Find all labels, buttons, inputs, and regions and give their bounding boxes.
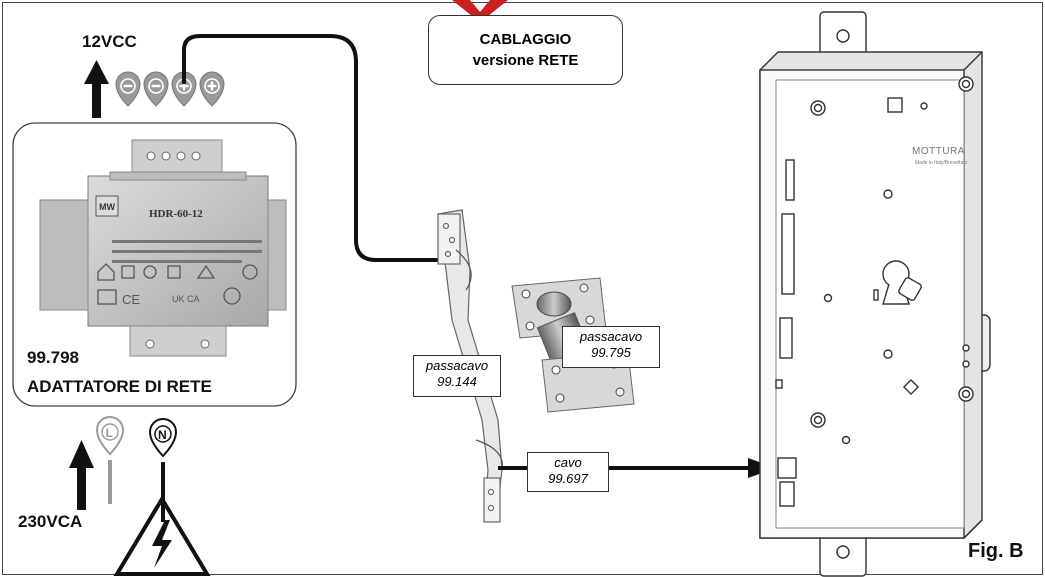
cable-tag-name: cavo (554, 455, 582, 470)
lock-brand-subtitle: Made in Italy/Brevettato (915, 160, 968, 166)
tag-2-code: 99.795 (591, 345, 631, 360)
svg-text:UK CA: UK CA (172, 294, 200, 304)
cable-passage-tag-2: passacavo 99.795 (562, 326, 660, 368)
dc-output-label: 12VCC (82, 32, 137, 51)
dc-terminals (115, 71, 225, 107)
up-arrow-230vca (69, 440, 94, 510)
title-line-2: versione RETE (472, 52, 579, 69)
svg-text:MW: MW (99, 202, 115, 212)
cable-tag-code: 99.697 (548, 471, 588, 486)
terminal-l-text: L (106, 426, 113, 440)
title-line-1: CABLAGGIO (479, 31, 572, 48)
tag-1-name: passacavo (425, 358, 489, 373)
ac-terminals: L N (95, 416, 178, 522)
terminal-n-text: N (158, 428, 167, 442)
high-voltage-icon (113, 495, 211, 576)
power-wire (182, 34, 462, 262)
tag-2-name: passacavo (579, 329, 643, 344)
lock-brand: MOTTURA (912, 146, 965, 157)
ac-input-label: 230VCA (18, 512, 83, 531)
cable-passage-tag-1: passacavo 99.144 (413, 355, 501, 397)
adapter-code: 99.798 (27, 348, 79, 367)
up-arrow-12vcc (84, 60, 109, 118)
adapter-model-text: HDR-60-12 (149, 208, 203, 220)
lock-body (759, 11, 991, 577)
terminal-symbols (120, 78, 220, 94)
diagram-title-box: CABLAGGIO versione RETE (428, 15, 623, 85)
svg-text:CE: CE (122, 292, 140, 307)
figure-label: Fig. B (968, 540, 1024, 562)
logo-fragment (452, 0, 508, 16)
power-supply-image: MW CE UK CA (39, 139, 287, 357)
adapter-name: ADATTATORE DI RETE (27, 377, 212, 396)
tag-1-code: 99.144 (437, 374, 477, 389)
cable-tag: cavo 99.697 (527, 452, 609, 492)
